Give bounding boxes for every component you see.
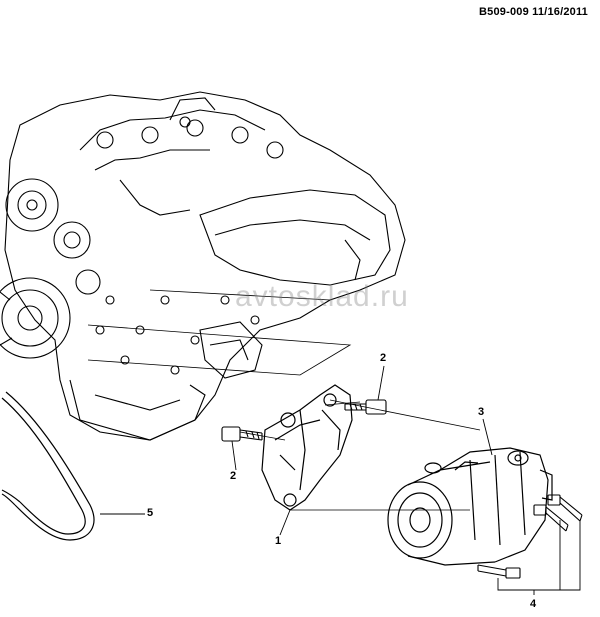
callout-part-3: 3 bbox=[478, 406, 485, 418]
leader-lines bbox=[100, 365, 581, 595]
bracket-bolt-upper bbox=[344, 399, 387, 415]
callout-part-5: 5 bbox=[147, 507, 154, 519]
ac-compressor bbox=[387, 447, 553, 566]
compressor-bracket bbox=[261, 384, 353, 511]
diagram-reference: B509-009 11/16/2011 bbox=[478, 6, 588, 18]
callout-part-2-upper: 2 bbox=[380, 352, 387, 364]
bracket-bolt-lower bbox=[221, 426, 263, 442]
callout-part-2-lower: 2 bbox=[230, 470, 237, 482]
compressor-bolt-2 bbox=[533, 504, 569, 532]
watermark: avtosklad.ru bbox=[235, 280, 409, 313]
callout-part-1: 1 bbox=[275, 535, 282, 547]
compressor-bolt-1 bbox=[547, 494, 583, 522]
callout-part-4: 4 bbox=[530, 598, 537, 610]
compressor-bolt-3 bbox=[477, 564, 521, 579]
engine-block bbox=[0, 91, 406, 441]
drive-belt bbox=[1, 391, 95, 541]
